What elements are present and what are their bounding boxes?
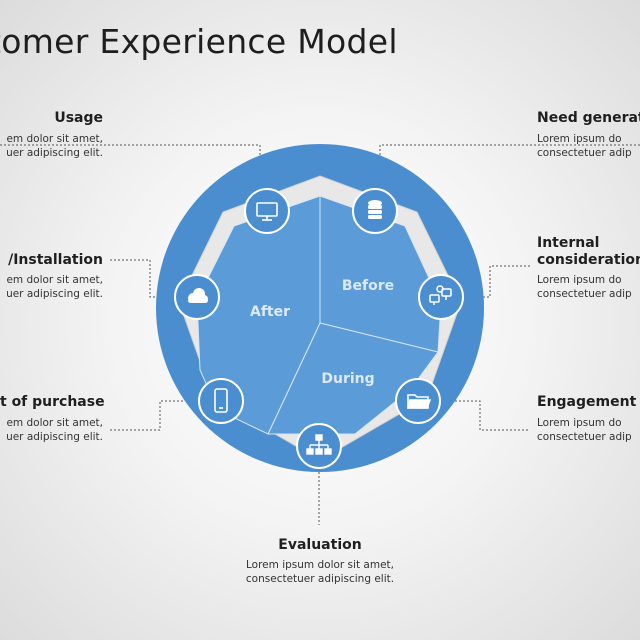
stage-heading-internal-1: Internal (537, 235, 600, 251)
stage-desc-purchase-1: em dolor sit amet, (6, 417, 103, 429)
network-icon (429, 285, 452, 305)
stage-heading-internal-2: consideration (537, 252, 640, 268)
connector-purchase (110, 400, 200, 431)
stage-heading-need: Need generat (537, 110, 640, 126)
phase-segments (196, 195, 442, 435)
node-purchase (198, 378, 244, 424)
mobile-icon (214, 388, 228, 413)
stage-desc-usage-1: em dolor sit amet, (6, 133, 103, 145)
node-delivery (174, 274, 220, 320)
stage-heading-evaluation: Evaluation (278, 537, 362, 553)
stage-heading-installation: /Installation (8, 252, 103, 268)
stage-desc-evaluation-1: Lorem ipsum dolor sit amet, (246, 559, 394, 571)
stage-desc-usage-2: uer adipiscing elit. (6, 147, 103, 159)
monitor-icon (256, 202, 278, 221)
phase-label-during: During (321, 371, 374, 387)
stage-desc-evaluation-2: consectetuer adipiscing elit. (245, 573, 395, 585)
phase-label-before: Before (342, 278, 394, 294)
stage-desc-engagement-2: consectetuer adip (537, 431, 632, 443)
stage-desc-internal-1: Lorem ipsum do (537, 274, 622, 286)
stage-desc-installation-2: uer adipiscing elit. (6, 288, 103, 300)
stage-desc-need-1: Lorem ipsum do (537, 133, 622, 145)
node-engagement (395, 378, 441, 424)
node-internal (418, 274, 464, 320)
connector-delivery (110, 259, 178, 298)
stage-desc-internal-2: consectetuer adip (537, 288, 632, 300)
stage-desc-engagement-1: Lorem ipsum do (537, 417, 622, 429)
folder-icon (406, 394, 432, 409)
page-title: tomer Experience Model (0, 22, 398, 61)
node-database (352, 188, 398, 234)
hierarchy-icon (306, 434, 332, 455)
stage-desc-purchase-2: uer adipiscing elit. (6, 431, 103, 443)
database-icon (368, 200, 382, 219)
cloud-icon (188, 288, 208, 303)
stage-heading-engagement: Engagement (537, 394, 637, 410)
node-evaluation (296, 423, 342, 469)
stage-heading-purchase: t of purchase (0, 394, 105, 410)
phase-label-after: After (250, 304, 290, 320)
stage-heading-usage: Usage (54, 110, 103, 126)
node-usage (244, 188, 290, 234)
stage-desc-installation-1: em dolor sit amet, (6, 274, 103, 286)
stage-desc-need-2: consectetuer adip (537, 147, 632, 159)
